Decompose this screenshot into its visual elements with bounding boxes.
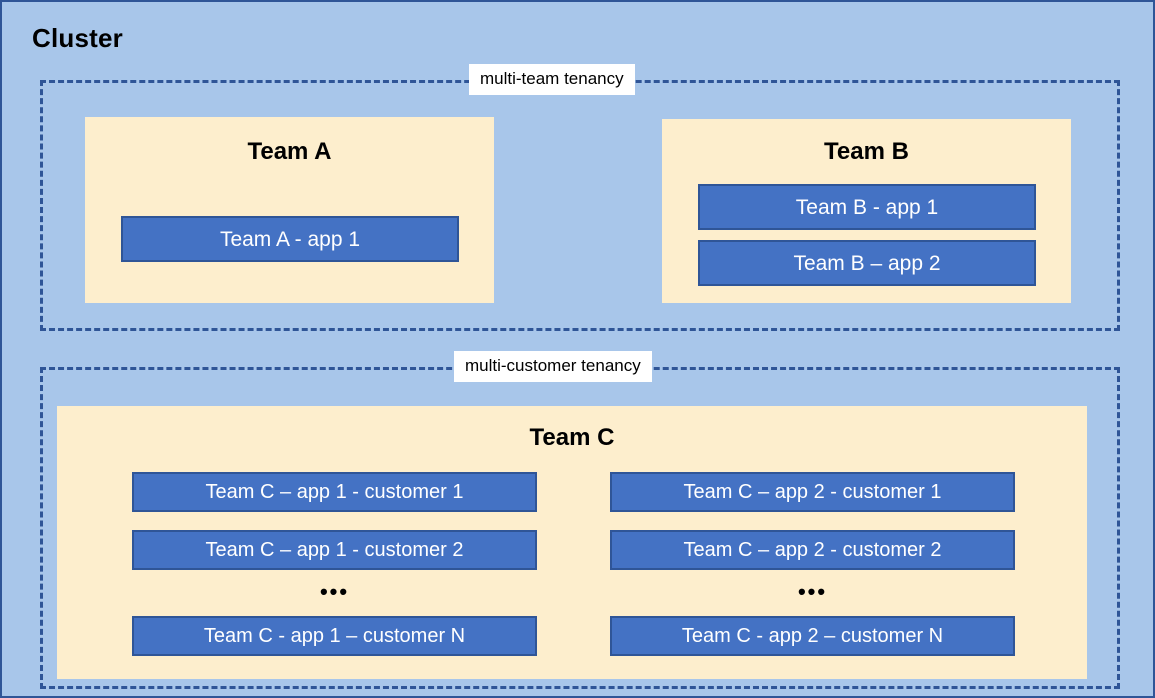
team-b-title: Team B <box>824 138 909 165</box>
team-a-title: Team A <box>247 138 332 165</box>
ellipsis-app-1-column: ••• <box>319 579 350 604</box>
app-box-team-c-app-2-customer-2[interactable]: Team C – app 2 - customer 2 <box>610 530 1015 570</box>
app-box-team-c-app-1-customer-2[interactable]: Team C – app 1 - customer 2 <box>132 530 537 570</box>
app-box-team-c-app-1-customer-n[interactable]: Team C - app 1 – customer N <box>132 616 537 656</box>
app-box-team-c-app-2-customer-1[interactable]: Team C – app 2 - customer 1 <box>610 472 1015 512</box>
zone-label-multi-team: multi-team tenancy <box>469 64 635 95</box>
ellipsis-app-2-column: ••• <box>797 579 828 604</box>
team-c-title: Team C <box>529 424 615 451</box>
app-box-team-a-app-1[interactable]: Team A - app 1 <box>121 216 459 262</box>
app-box-team-c-app-1-customer-1[interactable]: Team C – app 1 - customer 1 <box>132 472 537 512</box>
app-box-team-b-app-2[interactable]: Team B – app 2 <box>698 240 1036 286</box>
app-box-team-c-app-2-customer-n[interactable]: Team C - app 2 – customer N <box>610 616 1015 656</box>
app-box-team-b-app-1[interactable]: Team B - app 1 <box>698 184 1036 230</box>
team-panel-team-c: Team C Team C – app 1 - customer 1 Team … <box>57 406 1087 679</box>
team-panel-team-b: Team B Team B - app 1 Team B – app 2 <box>662 119 1071 303</box>
zone-label-multi-customer: multi-customer tenancy <box>454 351 652 382</box>
page-title: Cluster <box>32 23 123 53</box>
team-panel-team-a: Team A Team A - app 1 <box>85 117 494 303</box>
